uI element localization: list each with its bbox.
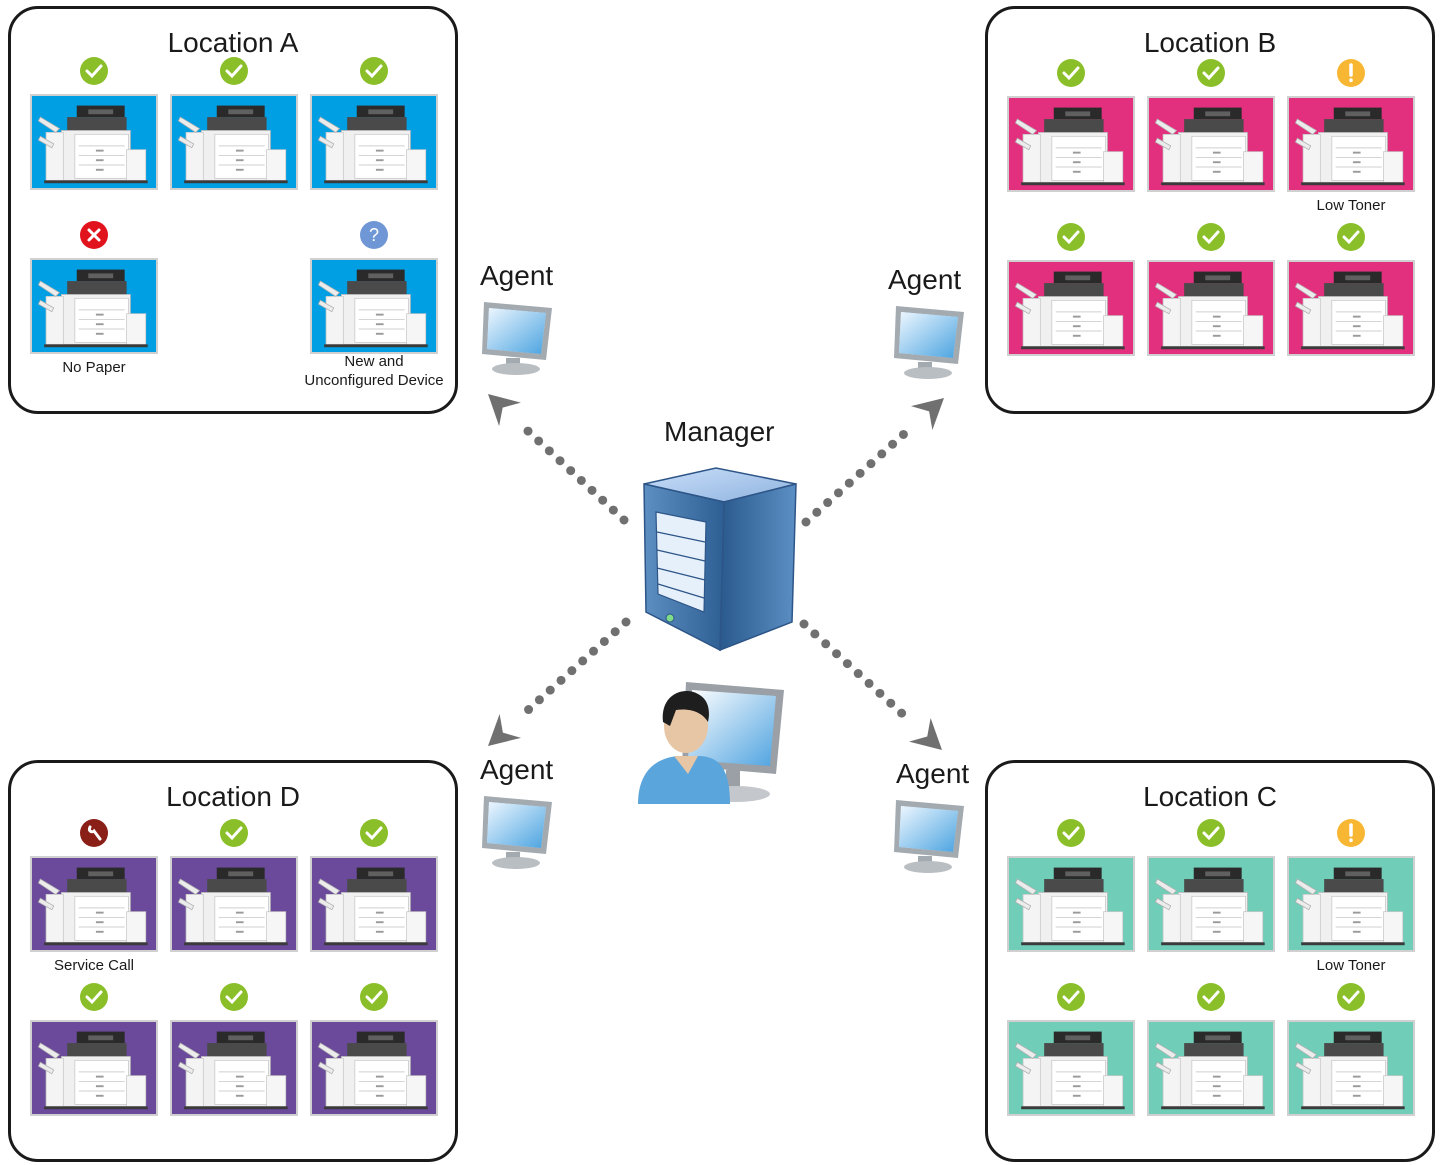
- copier-icon: [177, 1031, 289, 1110]
- wrench-icon: [79, 818, 109, 848]
- copier-icon: [1154, 271, 1266, 350]
- copier-icon: [37, 1031, 149, 1110]
- printer-d-1[interactable]: [30, 856, 158, 952]
- check-icon: [359, 56, 389, 86]
- check-icon: [1056, 982, 1086, 1012]
- printer-status-caption: No Paper: [62, 359, 126, 376]
- svg-text:?: ?: [369, 225, 379, 245]
- location-d-title: Location D: [166, 781, 300, 812]
- printer-a-3[interactable]: [310, 94, 438, 190]
- copier-icon: [317, 867, 429, 946]
- check-icon: [1336, 982, 1366, 1012]
- printer-c-1[interactable]: [1007, 856, 1135, 952]
- copier-icon: [1014, 107, 1126, 186]
- agent-label-d: Agent: [480, 754, 554, 785]
- printer-b-4[interactable]: [1007, 260, 1135, 356]
- copier-icon: [1294, 107, 1406, 186]
- printer-c-3[interactable]: [1287, 856, 1415, 952]
- printer-b-5[interactable]: [1147, 260, 1275, 356]
- printer-c-2[interactable]: [1147, 856, 1275, 952]
- location-c-title: Location C: [1143, 781, 1277, 812]
- copier-icon: [1154, 1031, 1266, 1110]
- exclamation-icon: [1336, 58, 1366, 88]
- agent-monitor-icon: [482, 796, 552, 869]
- user-at-desk-icon: [638, 682, 784, 804]
- check-icon: [1196, 222, 1226, 252]
- agent-label-a: Agent: [480, 260, 554, 291]
- location-b-title: Location B: [1143, 27, 1277, 58]
- copier-icon: [317, 105, 429, 184]
- check-icon: [1056, 818, 1086, 848]
- arrow-to-agent-c: [799, 619, 942, 750]
- copier-icon: [1014, 1031, 1126, 1110]
- arrow-to-agent-d: [488, 617, 631, 746]
- copier-icon: [1154, 867, 1266, 946]
- check-icon: [79, 982, 109, 1012]
- question-icon: ?: [359, 220, 389, 250]
- printer-b-1[interactable]: [1007, 96, 1135, 192]
- printer-d-3[interactable]: [310, 856, 438, 952]
- copier-icon: [1014, 867, 1126, 946]
- agent-label-b: Agent: [888, 264, 962, 295]
- copier-icon: [317, 1031, 429, 1110]
- check-icon: [219, 982, 249, 1012]
- check-icon: [1056, 222, 1086, 252]
- arrow-to-agent-b: [801, 398, 944, 527]
- printer-status-caption: Low Toner: [1316, 197, 1386, 214]
- arrow-to-agent-a: [488, 394, 629, 525]
- copier-icon: [37, 867, 149, 946]
- printer-a-1[interactable]: [30, 94, 158, 190]
- printer-status-caption: Low Toner: [1316, 957, 1386, 974]
- copier-icon: [1154, 107, 1266, 186]
- agent-monitor-icon: [482, 302, 552, 375]
- printer-status-caption: Service Call: [53, 957, 135, 974]
- printer-c-4[interactable]: [1007, 1020, 1135, 1116]
- printer-d-5[interactable]: [170, 1020, 298, 1116]
- copier-icon: [37, 269, 149, 348]
- printer-b-2[interactable]: [1147, 96, 1275, 192]
- exclamation-icon: [1336, 818, 1366, 848]
- printer-b-3[interactable]: [1287, 96, 1415, 192]
- copier-icon: [317, 269, 429, 348]
- check-icon: [1196, 982, 1226, 1012]
- copier-icon: [1014, 271, 1126, 350]
- printer-d-6[interactable]: [310, 1020, 438, 1116]
- check-icon: [219, 818, 249, 848]
- printer-d-2[interactable]: [170, 856, 298, 952]
- agent-monitor-icon: [894, 306, 964, 379]
- check-icon: [359, 818, 389, 848]
- manager-label: Manager: [664, 416, 775, 447]
- check-icon: [79, 56, 109, 86]
- agent-monitor-icon: [894, 800, 964, 873]
- check-icon: [1056, 58, 1086, 88]
- x-icon: [79, 220, 109, 250]
- copier-icon: [37, 105, 149, 184]
- check-icon: [219, 56, 249, 86]
- printer-c-5[interactable]: [1147, 1020, 1275, 1116]
- printer-a-2[interactable]: [170, 94, 298, 190]
- server-icon: [643, 467, 797, 652]
- printer-a-5[interactable]: [310, 258, 438, 354]
- copier-icon: [1294, 1031, 1406, 1110]
- copier-icon: [1294, 867, 1406, 946]
- printer-c-6[interactable]: [1287, 1020, 1415, 1116]
- copier-icon: [177, 867, 289, 946]
- agent-label-c: Agent: [896, 758, 970, 789]
- copier-icon: [1294, 271, 1406, 350]
- printer-d-4[interactable]: [30, 1020, 158, 1116]
- check-icon: [1336, 222, 1366, 252]
- printer-a-4[interactable]: [30, 258, 158, 354]
- copier-icon: [177, 105, 289, 184]
- check-icon: [1196, 58, 1226, 88]
- location-a-title: Location A: [167, 27, 299, 58]
- printer-b-6[interactable]: [1287, 260, 1415, 356]
- check-icon: [359, 982, 389, 1012]
- check-icon: [1196, 818, 1226, 848]
